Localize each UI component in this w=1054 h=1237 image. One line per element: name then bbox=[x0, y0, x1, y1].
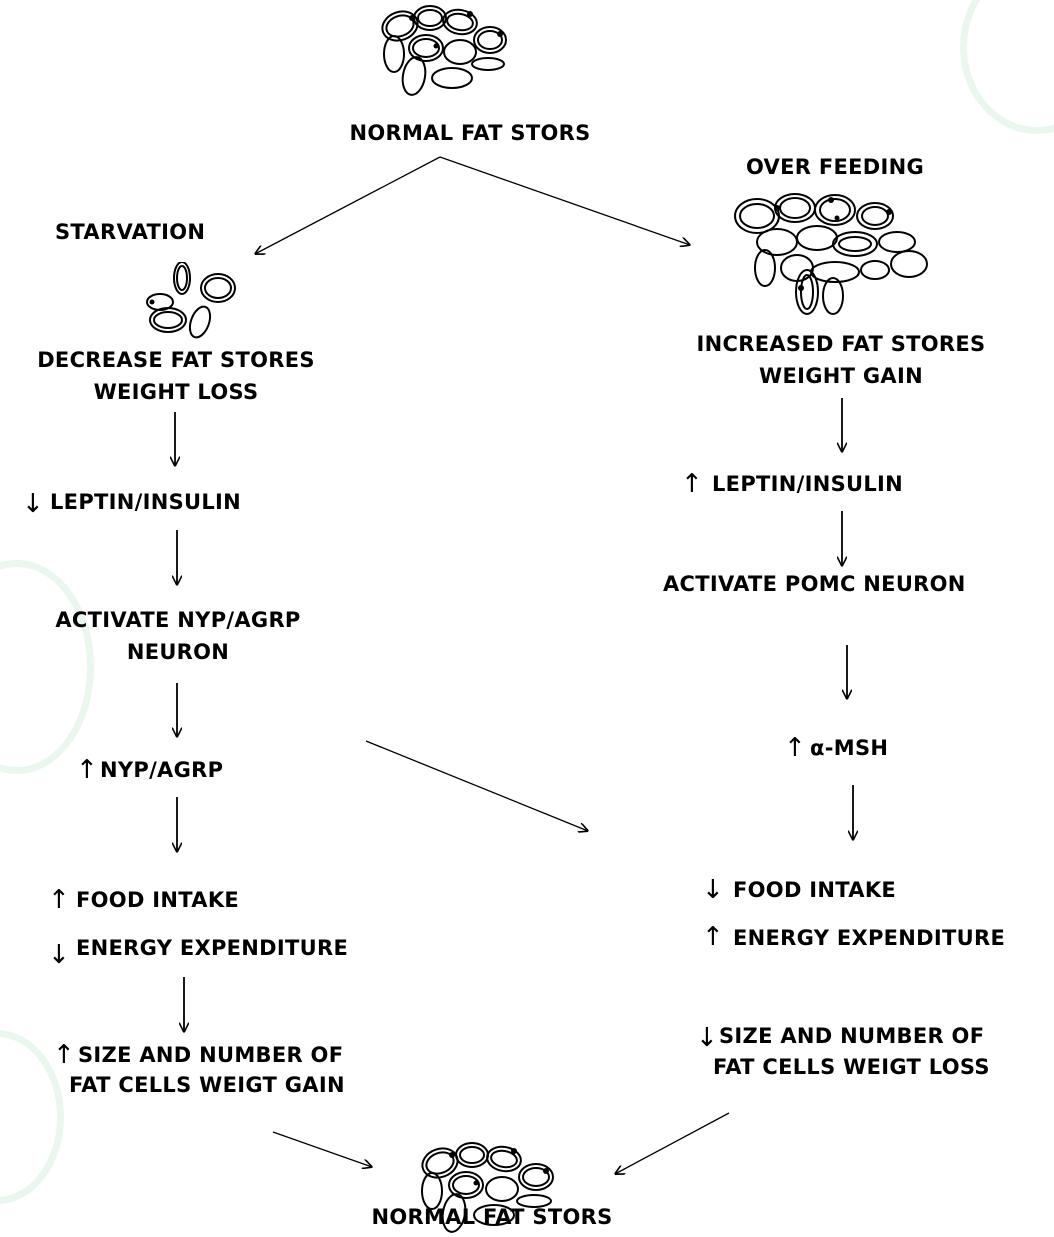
starvation-label: STARVATION bbox=[55, 217, 205, 248]
right-food-intake-label: FOOD INTAKE bbox=[733, 875, 896, 906]
arrow-left-to-bottom bbox=[273, 1132, 372, 1167]
decrease-fat-stores-line1: DECREASE FAT STORES bbox=[0, 345, 352, 376]
right-size-number-line1: SIZE AND NUMBER OF bbox=[719, 1021, 984, 1052]
fat-cells-starvation bbox=[138, 262, 248, 342]
increase-fat-stores-line2: WEIGHT GAIN bbox=[655, 361, 1027, 392]
up-marker: ↑ bbox=[48, 885, 70, 915]
right-leptin-insulin-label: LEPTIN/INSULIN bbox=[712, 469, 903, 500]
up-marker: ↑ bbox=[702, 922, 724, 952]
down-marker: ↓ bbox=[696, 1023, 718, 1053]
down-marker: ↓ bbox=[22, 489, 44, 519]
fat-cells-normal-top bbox=[370, 0, 520, 115]
overfeeding-label: OVER FEEDING bbox=[700, 152, 970, 183]
up-marker: ↑ bbox=[681, 469, 703, 499]
arrow-cross-left-to-right bbox=[366, 741, 588, 831]
bottom-normal-fat-label: NORMAL FAT STORS bbox=[322, 1202, 662, 1233]
arrow-top-to-starvation bbox=[255, 157, 440, 254]
decrease-fat-stores-line2: WEIGHT LOSS bbox=[0, 377, 352, 408]
up-marker: ↑ bbox=[53, 1040, 75, 1070]
up-marker: ↑ bbox=[784, 733, 806, 763]
activate-npy-agrp-line1: ACTIVATE NYP/AGRP bbox=[10, 605, 346, 636]
activate-pomc-neuron-label: ACTIVATE POMC NEURON bbox=[663, 569, 966, 600]
right-energy-expenditure-label: ENERGY EXPENDITURE bbox=[733, 923, 1005, 954]
right-size-number-line2: FAT CELLS WEIGT LOSS bbox=[713, 1052, 990, 1083]
arrow-right-to-bottom bbox=[615, 1113, 729, 1174]
left-size-number-line1: SIZE AND NUMBER OF bbox=[78, 1040, 343, 1071]
increase-fat-stores-line1: INCREASED FAT STORES bbox=[655, 329, 1027, 360]
up-marker: ↑ bbox=[76, 755, 98, 785]
down-marker: ↓ bbox=[48, 940, 70, 970]
npy-agrp-label: NYP/AGRP bbox=[100, 755, 223, 786]
left-leptin-insulin-label: LEPTIN/INSULIN bbox=[50, 487, 241, 518]
down-marker: ↓ bbox=[702, 875, 724, 905]
alpha-msh-label: α-MSH bbox=[810, 733, 888, 764]
left-energy-expenditure-label: ENERGY EXPENDITURE bbox=[76, 933, 348, 964]
top-normal-fat-label: NORMAL FAT STORS bbox=[300, 118, 640, 149]
activate-npy-agrp-line2: NEURON bbox=[10, 637, 346, 668]
fat-cells-overfeeding bbox=[725, 188, 935, 318]
left-size-number-line2: FAT CELLS WEIGT GAIN bbox=[69, 1070, 345, 1101]
arrow-top-to-overfeeding bbox=[440, 157, 690, 245]
left-food-intake-label: FOOD INTAKE bbox=[76, 885, 239, 916]
